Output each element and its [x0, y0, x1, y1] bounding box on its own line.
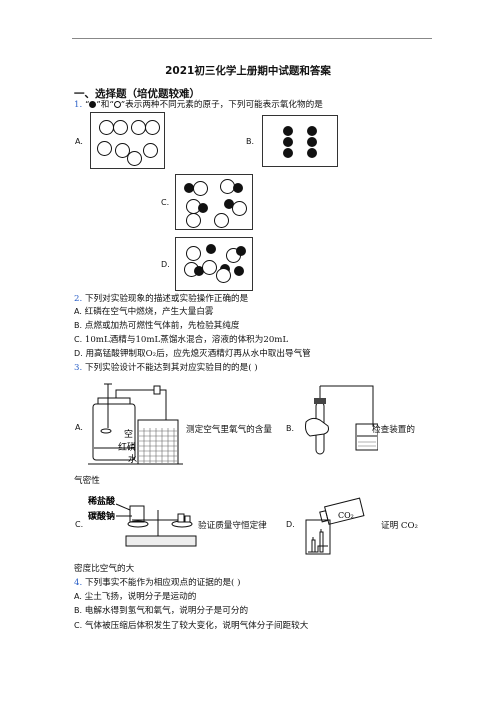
atom: [307, 148, 317, 158]
page-title: 2021初三化学上册期中试题和答案: [165, 65, 331, 77]
atom: [184, 183, 194, 193]
option-c-diagram: [175, 174, 253, 230]
q2-option-a: A. 红磷在空气中燃烧，产生大量白雾: [74, 307, 214, 317]
option-d-diagram: [175, 237, 253, 291]
atom: [206, 244, 216, 254]
atom: [127, 151, 142, 166]
atom: [115, 143, 130, 158]
balance-apparatus: 稀盐酸 碳酸钠: [88, 495, 197, 547]
fig-label-water: 水: [128, 453, 137, 465]
atom: [143, 143, 158, 158]
question-number: 2.: [74, 294, 83, 304]
atom: [214, 213, 229, 228]
question-number: 4.: [74, 578, 83, 588]
question-number: 3.: [74, 363, 83, 373]
airtightness-apparatus: [305, 385, 378, 455]
question-1: 1. “”和“”表示两种不同元素的原子，下列可能表示氧化物的是: [74, 100, 323, 110]
atom: [202, 260, 217, 275]
white-atom-icon: [113, 101, 121, 108]
fig-label-sodium-carbonate: 碳酸钠: [88, 510, 115, 522]
atom: [186, 213, 201, 228]
question-3: 3. 下列实验设计不能达到其对应实验目的的是( ): [74, 363, 258, 373]
question-2: 2. 下列对实验现象的描述或实验操作正确的是: [74, 294, 249, 304]
atom: [232, 201, 247, 216]
question-number: 1.: [74, 100, 83, 110]
atom: [99, 120, 114, 135]
co2-density-apparatus: CO₂: [305, 497, 365, 555]
header-rule: [72, 38, 432, 39]
q3-a-caption: 测定空气里氧气的含量: [186, 425, 272, 435]
oxygen-content-apparatus: 空 红磷 水: [88, 383, 183, 465]
atom: [186, 246, 201, 261]
q3-b-caption-cont: 气密性: [74, 476, 100, 486]
atom: [307, 137, 317, 147]
atom: [131, 120, 146, 135]
q4-option-b: B. 电解水得到氢气和氧气，说明分子是可分的: [74, 606, 249, 616]
q3-option-b-label: B.: [286, 424, 295, 433]
q2-option-c: C. 10mL酒精与10mL蒸馏水混合，溶液的体积为20mL: [74, 335, 289, 345]
option-a-diagram: [90, 112, 165, 169]
question-4: 4. 下列事实不能作为相应观点的证据的是( ): [74, 578, 241, 588]
section-heading: 一、选择题（培优题较难）: [74, 88, 200, 100]
option-b-diagram: [262, 115, 338, 167]
atom: [234, 266, 244, 276]
black-atom-icon: [89, 101, 97, 108]
q3-d-caption-cont: 密度比空气的大: [74, 564, 135, 574]
atom: [307, 126, 317, 136]
atom: [216, 268, 231, 283]
atom: [194, 266, 204, 276]
atom: [283, 137, 293, 147]
fig-label-red-phosphorus: 红磷: [118, 441, 136, 453]
q3-b-caption: 检查装置的: [372, 425, 415, 435]
atom: [97, 141, 112, 156]
atom: [283, 126, 293, 136]
q3-option-c-label: C.: [75, 520, 84, 529]
q3-option-a-label: A.: [75, 423, 83, 432]
q2-option-b: B. 点燃或加热可燃性气体前，先检验其纯度: [74, 321, 240, 331]
atom: [193, 181, 208, 196]
q2-option-d: D. 用高锰酸钾制取O₂后，应先熄灭酒精灯再从水中取出导气管: [74, 349, 311, 359]
fig-label-co2: CO₂: [338, 511, 354, 520]
atom: [283, 148, 293, 158]
atom: [198, 203, 208, 213]
atom: [236, 246, 246, 256]
fig-label-hydrochloric-acid: 稀盐酸: [88, 495, 116, 507]
option-d-label: D.: [161, 260, 170, 269]
q4-option-a: A. 尘土飞扬，说明分子是运动的: [74, 592, 197, 602]
atom: [224, 199, 234, 209]
q4-option-c: C. 气体被压缩后体积发生了较大变化，说明气体分子间距较大: [74, 621, 309, 631]
q3-c-caption: 验证质量守恒定律: [198, 521, 267, 531]
option-c-label: C.: [161, 198, 170, 207]
atom: [113, 120, 128, 135]
option-a-label: A.: [75, 137, 83, 146]
option-b-label: B.: [246, 137, 255, 146]
q3-d-caption: 证明 CO₂: [381, 521, 418, 531]
q3-option-d-label: D.: [286, 520, 295, 529]
fig-label-air: 空: [124, 428, 133, 440]
atom: [145, 120, 160, 135]
atom: [233, 183, 243, 193]
